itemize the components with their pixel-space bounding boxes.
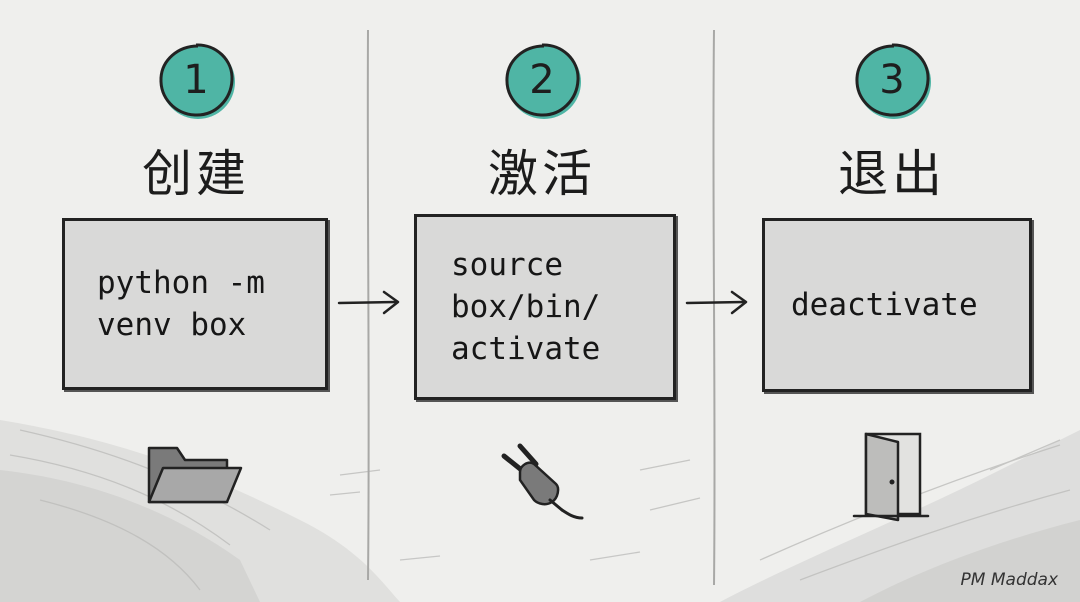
- signature: PM Maddax: [960, 570, 1058, 590]
- step-number: 1: [183, 57, 209, 103]
- step-title: 退出: [838, 145, 946, 203]
- command-text: deactivate: [791, 287, 978, 323]
- step-number-badge: 1: [154, 38, 238, 122]
- command-box-activate: source box/bin/ activate: [414, 214, 676, 400]
- step-number: 3: [879, 57, 905, 103]
- command-box-deactivate: deactivate: [762, 218, 1032, 392]
- step-deactivate: 3 退出: [742, 0, 1042, 560]
- step-number-badge: 2: [500, 38, 584, 122]
- command-box-create: python -m venv box: [62, 218, 328, 390]
- teal-circle-icon: [505, 43, 581, 119]
- plug-icon: [501, 443, 584, 520]
- step-number-badge: 3: [850, 38, 934, 122]
- step-title: 创建: [142, 145, 250, 203]
- door-icon: [852, 432, 930, 522]
- step-title: 激活: [488, 145, 596, 203]
- arrow-right-icon: [685, 290, 748, 315]
- step-activate: 2 激活: [392, 0, 692, 560]
- teal-circle-icon: [159, 43, 235, 119]
- arrow-right-icon: [337, 290, 400, 315]
- folder-icon: [147, 446, 243, 504]
- step-number: 2: [529, 57, 555, 103]
- command-text: python -m venv box: [97, 265, 265, 343]
- command-text: source box/bin/ activate: [451, 247, 601, 367]
- teal-circle-icon: [855, 43, 931, 119]
- step-create: 1 创建: [46, 0, 346, 560]
